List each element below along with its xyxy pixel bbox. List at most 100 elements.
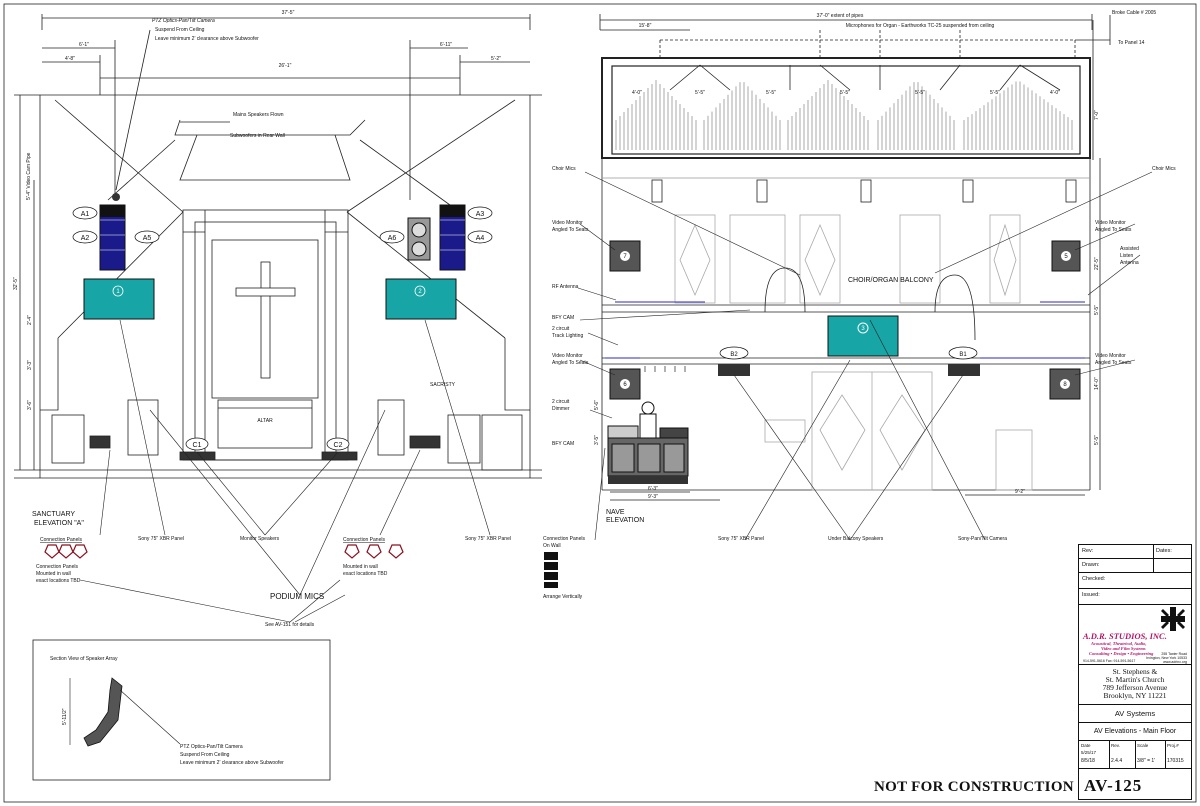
to-panel: To Panel 14	[1118, 40, 1145, 46]
sacristy-label: SACRISTY	[430, 382, 456, 388]
mic-label: Microphones for Organ - Earthworks TC-25…	[846, 23, 995, 29]
proj-val: 170315	[1167, 758, 1184, 764]
sheet-title-row: AV Elevations - Main Floor	[1079, 723, 1191, 741]
vm-left-2a: Video Monitor	[552, 353, 583, 359]
tag-a5: A5	[143, 235, 152, 242]
monitor-5-label: 5	[1064, 254, 1068, 260]
mains-label: Mains Speakers Flown	[233, 112, 284, 118]
dim-right-b: 5'-2"	[491, 56, 501, 62]
tag-a2: A2	[81, 235, 90, 242]
dim-overall: 37'-5"	[282, 10, 295, 16]
pipe-dim-4: 5'-5"	[840, 90, 850, 96]
drawn-row: Drawn:	[1079, 559, 1191, 573]
company-tag-1: Acoustical, Theatrical, Audio,	[1091, 641, 1147, 646]
speaker-tags: A1 A2 A5 A6 A3 A4	[72, 206, 493, 244]
bfy-cam-1: BFY CAM	[552, 315, 574, 321]
pipe-dim-2: 5'-5"	[695, 90, 705, 96]
conn-left: Connection Panels	[40, 537, 82, 543]
dim-nave-left: 15'-8"	[639, 23, 652, 29]
nave-connection-panels	[544, 552, 558, 588]
section-note-2: Leave minimum 2' clearance above Subwoof…	[180, 760, 284, 766]
dimmer-2: Dimmer	[552, 406, 570, 412]
vert-r4: 5'-5"	[1094, 435, 1100, 445]
dim-bottom-l: 6'-3"	[648, 486, 658, 492]
nave-sony: Sony 75" XBR Panel	[718, 536, 764, 542]
under-balcony-label: Under Balcony Speakers	[828, 536, 884, 542]
scale-lbl: Scale	[1137, 743, 1149, 748]
nave-conn-1: Connection Panels	[543, 536, 585, 542]
rev-row: Rev: Dates:	[1079, 545, 1191, 559]
vert-l2: 3'-5"	[594, 435, 600, 445]
broke-cable: Broke Cable # 2005	[1112, 10, 1156, 16]
info-row: Date 5/25/17 8/5/18 Rev. 2.4.4 Scale 3/8…	[1079, 741, 1191, 769]
tag-c1: C1	[193, 442, 202, 449]
vert-r2: 5'-5"	[1094, 305, 1100, 315]
dim-bottom-r: 9'-2"	[1015, 489, 1025, 495]
section-ptz: PTZ Optics-Pan/Tilt Camera	[180, 744, 243, 750]
section-view: Section View of Speaker Array 5'-11/2" P…	[32, 639, 331, 781]
left-speaker-array	[99, 193, 126, 271]
checked-label: Checked:	[1082, 576, 1106, 582]
company-web: www.adrinc.org	[1163, 660, 1187, 664]
monitor-3-label: 3	[861, 326, 865, 332]
extent-pipes: 37'-0" extent of pipes	[817, 13, 864, 19]
sony-right: Sony 75" XBR Panel	[465, 536, 511, 542]
company-tag-3: Consulting • Design • Engineering	[1089, 651, 1154, 656]
track-2: Track Lighting	[552, 333, 583, 339]
conn-right-note-2: exact locations TBD	[343, 571, 388, 577]
conn-left-note-1: Connection Panels	[36, 564, 78, 570]
dim-left-a: 6'-1"	[79, 42, 89, 48]
vm-right-2b: Angled To Seats	[1095, 360, 1132, 366]
tag-a1: A1	[81, 211, 90, 218]
pipe-dim-1: 4'-0"	[632, 90, 642, 96]
rev-label: Rev:	[1082, 548, 1094, 554]
tag-a4: A4	[476, 235, 485, 242]
dim-vert-c: 3'-3"	[27, 360, 33, 370]
date-label: Date	[1081, 743, 1091, 748]
issued-label: Issued:	[1082, 592, 1100, 598]
monitor-6-label: 6	[623, 382, 627, 388]
vm-left-1b: Angled To Seats	[552, 227, 589, 233]
see-detail: See AV-151 for details	[265, 622, 315, 628]
pipe-dim-5: 5'-5"	[915, 90, 925, 96]
vert-r3: 14'-0"	[1094, 377, 1100, 390]
tag-c2: C2	[334, 442, 343, 449]
sanctuary-monitors: 1 2	[83, 278, 457, 320]
project-line-2: St. Martin's Church	[1105, 675, 1165, 684]
company-addr-1: 255 Taxter Road	[1161, 652, 1187, 656]
system-label: AV Systems	[1114, 709, 1156, 718]
nave-elevation	[599, 14, 1111, 501]
organ-pipes	[615, 80, 1073, 150]
drawn-label: Drawn:	[1082, 562, 1100, 568]
pipe-dim-7: 4'-0"	[1050, 90, 1060, 96]
date-2: 8/5/18	[1081, 758, 1095, 764]
company-logo	[1161, 607, 1185, 631]
sanctuary-elevation	[14, 14, 542, 479]
rf-antenna: RF Antenna	[552, 284, 579, 290]
not-for-construction-stamp: NOT FOR CONSTRUCTION	[874, 779, 1074, 795]
issued-row: Issued:	[1079, 589, 1191, 605]
dim-left-b: 4'-8"	[65, 56, 75, 62]
ptz-note-1: Suspend From Ceiling	[155, 27, 205, 33]
balcony-label: CHOIR/ORGAN BALCONY	[848, 277, 934, 284]
checked-row: Checked:	[1079, 573, 1191, 589]
sheet-number: AV-125	[1084, 776, 1143, 795]
project-line-4: Brooklyn, NY 11221	[1103, 691, 1167, 700]
company-name: A.D.R. STUDIOS, INC.	[1083, 631, 1167, 641]
podium-mics: PODIUM MICS	[270, 592, 324, 601]
rev-lbl: Rev.	[1111, 743, 1120, 748]
system-row: AV Systems	[1079, 705, 1191, 723]
monitor-1-label: 1	[116, 289, 120, 295]
nave-title-2: ELEVATION	[606, 517, 644, 524]
project-line-1: St. Stephens &	[1112, 667, 1158, 676]
sony-left: Sony 75" XBR Panel	[138, 536, 184, 542]
right-speaker-array	[407, 204, 466, 271]
subs-label: Subwoofers in Rear Wall	[230, 133, 285, 139]
proj-lbl: Proj.#	[1167, 743, 1179, 748]
assisted-3: Antenna	[1120, 260, 1139, 266]
conn-right-note-1: Mounted in wall	[343, 564, 378, 570]
project-row: St. Stephens & St. Martin's Church 789 J…	[1079, 665, 1191, 705]
dim-bottom-l2: 9'-3"	[648, 494, 658, 500]
dim-vert-a: 32'-5"	[13, 277, 19, 290]
